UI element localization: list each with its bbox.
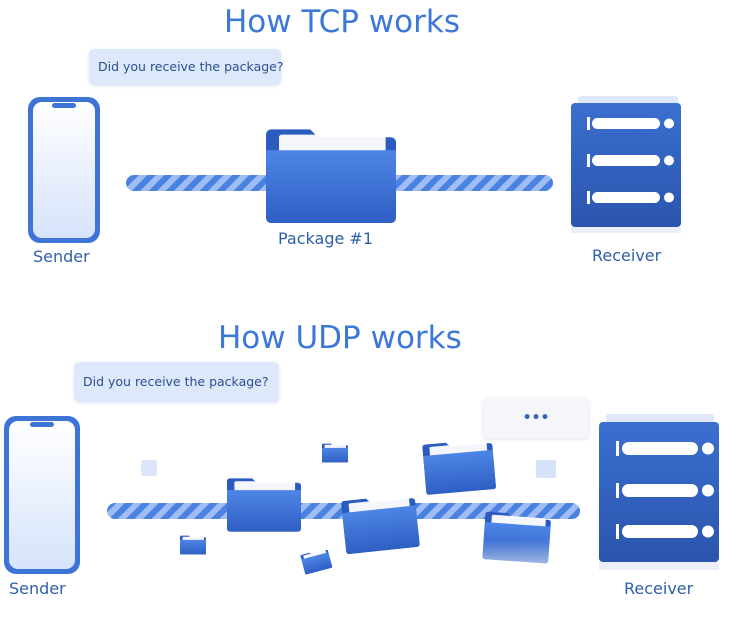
tcp-sender-label: Sender [33,247,90,266]
udp-packet-folder-icon [300,547,333,575]
tcp-question-bubble: Did you receive the package? [89,49,284,85]
udp-receiver-label: Receiver [624,579,694,598]
udp-question-bubble: Did you receive the package? [74,362,279,402]
udp-packet-folder-icon [322,443,348,463]
tcp-title: How TCP works [224,4,460,40]
motion-fade [480,540,590,580]
tcp-receiver-label: Receiver [592,246,662,265]
udp-packet-folder-icon [227,478,301,532]
faded-packet [536,460,556,478]
tcp-package-folder-icon [266,129,396,223]
udp-packet-folder-icon [180,535,206,555]
udp-reply-bubble: ••• [484,398,588,438]
tcp-sender-phone-icon [28,97,100,243]
udp-receiver-server-icon [599,414,719,570]
udp-packet-folder-icon [340,493,420,555]
motion-fade [136,520,166,580]
udp-sender-phone-icon [4,416,80,574]
faded-packet [141,460,157,476]
udp-packet-folder-icon [422,438,497,496]
tcp-package-label: Package #1 [278,229,373,248]
udp-title: How UDP works [218,320,462,356]
udp-sender-label: Sender [9,579,66,598]
tcp-receiver-server-icon [571,96,681,233]
